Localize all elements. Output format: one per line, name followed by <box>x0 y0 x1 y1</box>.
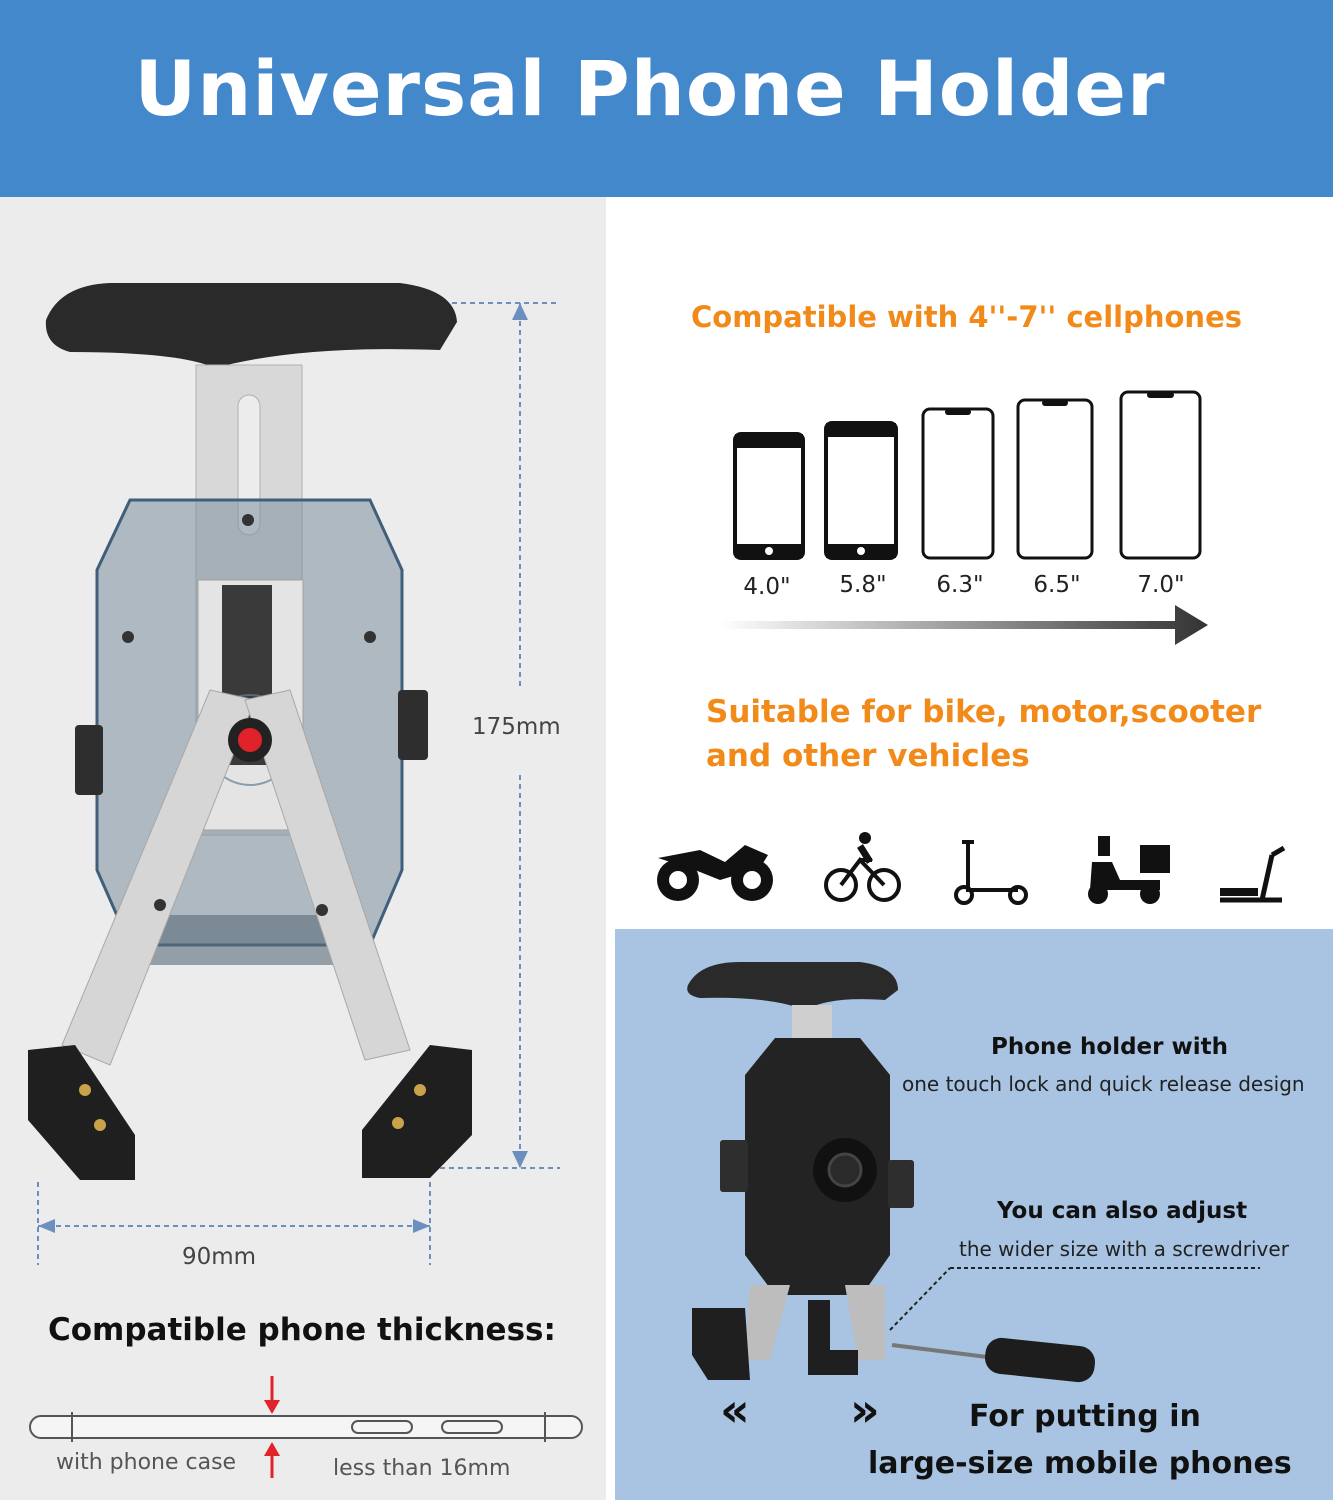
thickness-diagram <box>29 1376 583 1478</box>
phone-sizes <box>720 390 1208 645</box>
screwdriver-icon <box>891 1337 1095 1383</box>
phone-size-label: 7.0" <box>1137 572 1185 598</box>
expand-right-arrows: » <box>850 1383 880 1437</box>
back-right-foot <box>808 1300 858 1375</box>
holder-back-photo <box>687 962 1260 1383</box>
pointer-line <box>889 1267 951 1331</box>
bicycle-icon <box>824 832 901 902</box>
lower-right-arm <box>244 689 411 1061</box>
phone-icon-6-5 <box>1016 398 1094 560</box>
phone-icon-7-0 <box>1119 390 1202 560</box>
right-grip <box>398 690 428 760</box>
motorcycle-icon <box>657 845 773 901</box>
large-phone-line2: large-size mobile phones <box>868 1446 1292 1481</box>
features-panel <box>615 929 1333 1500</box>
back-top-clamp <box>687 962 898 1010</box>
expand-left-arrows: « <box>720 1383 750 1437</box>
back-left-foot <box>692 1308 750 1380</box>
left-foot <box>28 1045 135 1180</box>
phone-size-label: 5.8" <box>839 572 887 598</box>
size-arrow <box>720 605 1208 645</box>
phone-icon-6-3 <box>921 407 995 560</box>
width-dimension-label: 90mm <box>182 1244 257 1270</box>
adjust-feature-desc: the wider size with a screwdriver <box>959 1237 1289 1261</box>
case-label: with phone case <box>56 1450 237 1475</box>
height-dimension-label: 175mm <box>472 714 561 740</box>
vehicles-heading-line2: and other vehicles <box>706 738 1030 774</box>
compat-heading: Compatible with 4''-7'' cellphones <box>691 300 1242 334</box>
delivery-scooter-icon <box>1088 836 1170 904</box>
kick-scooter-icon <box>954 840 1028 905</box>
adjust-feature-title: You can also adjust <box>997 1198 1248 1224</box>
phone-size-label: 6.5" <box>1033 572 1081 598</box>
phone-icon-5-8 <box>824 421 898 560</box>
phone-size-label: 4.0" <box>743 574 791 600</box>
right-foot <box>362 1045 472 1178</box>
top-clamp <box>45 283 457 368</box>
page-title: Universal Phone Holder <box>134 44 1166 133</box>
title-banner: Universal Phone Holder <box>0 0 1333 197</box>
height-dimension-line <box>440 302 560 1169</box>
treadmill-icon <box>1220 845 1286 903</box>
holder-diagram <box>28 283 583 1478</box>
vehicle-icons <box>657 832 1286 905</box>
lock-feature-desc: one touch lock and quick release design <box>902 1072 1305 1096</box>
vehicles-heading-line1: Suitable for bike, motor,scooter <box>706 694 1262 730</box>
lock-feature-title: Phone holder with <box>991 1034 1228 1060</box>
lower-left-arm <box>61 689 256 1066</box>
thickness-title: Compatible phone thickness: <box>48 1312 556 1348</box>
large-phone-line1: For putting in <box>969 1399 1201 1434</box>
phone-icon-4-0 <box>733 432 805 560</box>
thickness-limit-label: less than 16mm <box>333 1456 511 1481</box>
compatibility-panel <box>606 197 1333 929</box>
width-dimension-line <box>37 1182 431 1265</box>
phone-size-label: 6.3" <box>936 572 984 598</box>
left-grip <box>75 725 103 795</box>
